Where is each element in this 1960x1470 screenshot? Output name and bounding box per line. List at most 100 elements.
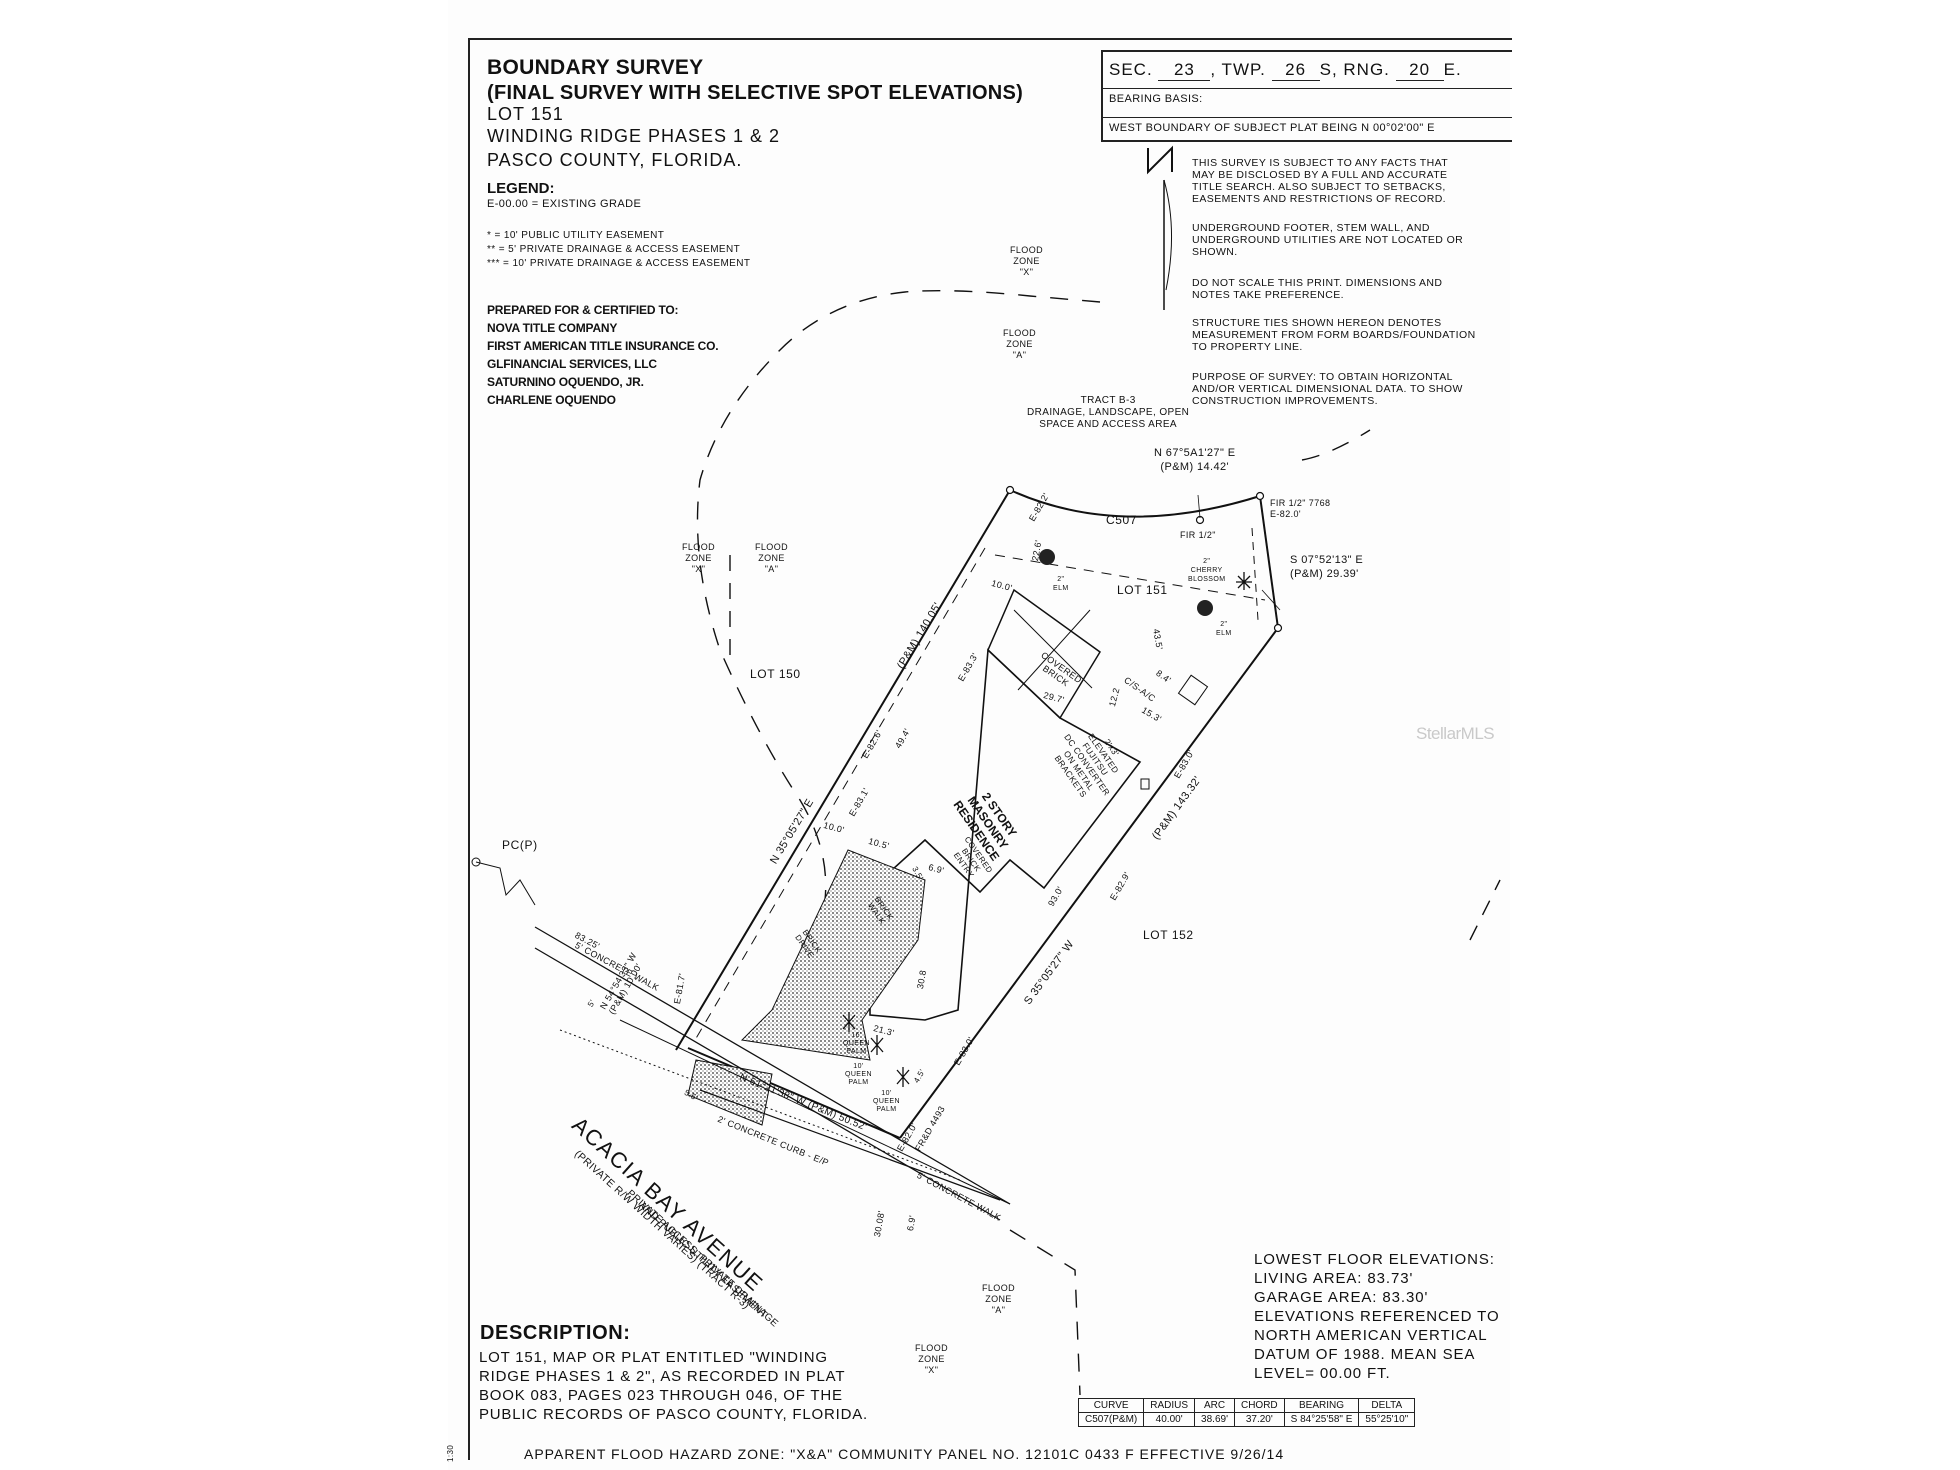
table-header-cell: DELTA — [1358, 1398, 1416, 1413]
note-line: UNDERGROUND FOOTER, STEM WALL, AND — [1192, 222, 1430, 234]
prepared-for-heading: PREPARED FOR & CERTIFIED TO: — [487, 303, 679, 317]
certified-name: NOVA TITLE COMPANY — [487, 321, 618, 335]
note: PURPOSE OF SURVEY: TO OBTAIN HORIZONTAL … — [1192, 371, 1463, 407]
note-line: STRUCTURE TIES SHOWN HEREON DENOTES — [1192, 317, 1442, 329]
county-label: PASCO COUNTY, FLORIDA. — [487, 150, 743, 170]
note: THIS SURVEY IS SUBJECT TO ANY FACTS THAT… — [1192, 157, 1448, 205]
rng-value: 20 — [1395, 60, 1444, 81]
note: DO NOT SCALE THIS PRINT. DIMENSIONS AND … — [1192, 277, 1442, 301]
legend-heading: LEGEND: — [487, 180, 555, 197]
twp-label: , TWP. — [1210, 60, 1266, 79]
lot-152-label: LOT 152 — [1143, 928, 1194, 942]
certified-name: GLFINANCIAL SERVICES, LLC — [487, 357, 657, 371]
subdivision-label: WINDING RIDGE PHASES 1 & 2 — [487, 126, 781, 146]
curve-table: CURVE RADIUS ARC CHORD BEARING DELTA C50… — [1077, 1398, 1416, 1427]
lot-150-label: LOT 150 — [750, 667, 801, 681]
datum-note: ELEVATIONS REFERENCED TO — [1254, 1308, 1500, 1325]
lot-151-label: LOT 151 — [1117, 583, 1168, 597]
datum-note: LEVEL= 00.00 FT. — [1254, 1365, 1391, 1382]
description-text: LOT 151, MAP OR PLAT ENTITLED "WINDING R… — [479, 1349, 869, 1423]
iron-rod-label: FIR 1/2" — [1180, 530, 1216, 540]
tree-icon — [1039, 549, 1252, 616]
table-cell: C507(P&M) — [1077, 1412, 1145, 1427]
note-line: DO NOT SCALE THIS PRINT. DIMENSIONS AND — [1192, 277, 1443, 289]
certified-name: FIRST AMERICAN TITLE INSURANCE CO. — [487, 339, 719, 353]
rng-suffix: E. — [1443, 60, 1462, 79]
survey-subtitle: (FINAL SURVEY WITH SELECTIVE SPOT ELEVAT… — [487, 82, 1024, 104]
survey-title: BOUNDARY SURVEY — [487, 56, 704, 79]
table-cell: S 84°25'58" E — [1283, 1412, 1360, 1427]
description-heading: DESCRIPTION: — [480, 1322, 631, 1344]
residence-footprint — [869, 588, 1209, 1021]
legend-item: ** = 5' PRIVATE DRAINAGE & ACCESS EASEME… — [487, 244, 741, 255]
note-line: SHOWN. — [1192, 246, 1238, 258]
twp-value: 26 — [1271, 60, 1320, 81]
iron-rod-marker — [1255, 491, 1265, 501]
floor-elevations: LOWEST FLOOR ELEVATIONS: LIVING AREA: 83… — [1254, 1250, 1500, 1383]
brick-driveway — [687, 1059, 773, 1126]
leader-line — [1261, 589, 1281, 611]
table-cell: 55°25'10" — [1358, 1412, 1416, 1427]
palm-icon — [842, 1012, 910, 1087]
twp-suffix: S, RNG. — [1319, 60, 1390, 79]
note: UNDERGROUND FOOTER, STEM WALL, AND UNDER… — [1192, 222, 1463, 258]
table-cell: 40.00' — [1143, 1412, 1196, 1427]
note-line: NOTES TAKE PREFERENCE. — [1192, 289, 1344, 301]
lot-151-boundary — [675, 489, 1279, 1139]
watermark: StellarMLS — [1416, 724, 1495, 743]
north-line-bearing: N 67°5A1'27" E(P&M) 14.42' — [1154, 447, 1236, 473]
iron-rod-marker — [1273, 623, 1283, 633]
lot-label: LOT 151 — [487, 104, 564, 124]
elm-label: 2"ELM — [1053, 576, 1069, 592]
flood-zone-footer: APPARENT FLOOD HAZARD ZONE: "X&A" COMMUN… — [524, 1446, 1285, 1462]
note-line: TITLE SEARCH. ALSO SUBJECT TO SETBACKS, — [1192, 181, 1446, 193]
sec-label: SEC. — [1109, 60, 1153, 79]
table-header-cell: CURVE — [1077, 1398, 1145, 1413]
living-area-elevation: LIVING AREA: 83.73' — [1254, 1270, 1414, 1287]
leader-line — [1197, 494, 1201, 519]
certified-name: SATURNINO OQUENDO, JR. — [487, 375, 644, 389]
note-line: CONSTRUCTION IMPROVEMENTS. — [1192, 395, 1378, 407]
easement-line — [694, 547, 986, 1041]
north-arrow-icon — [1147, 145, 1173, 310]
elm-label: 2"ELM — [1216, 621, 1232, 637]
table-header-cell: ARC — [1194, 1398, 1235, 1413]
certified-name: CHARLENE OQUENDO — [487, 393, 616, 407]
east-line-bearing: S 07°52'13" E(P&M) 29.39' — [1290, 554, 1364, 580]
brick-driveway — [740, 849, 926, 1061]
note-line: TO PROPERTY LINE. — [1192, 341, 1303, 353]
sheet-border — [468, 38, 1512, 1460]
legend-existing-grade: E-00.00 = EXISTING GRADE — [487, 198, 642, 210]
legend-item: *** = 10' PRIVATE DRAINAGE & ACCESS EASE… — [487, 258, 751, 269]
note-line: THIS SURVEY IS SUBJECT TO ANY FACTS THAT — [1192, 157, 1449, 169]
note: STRUCTURE TIES SHOWN HEREON DENOTES MEAS… — [1192, 317, 1476, 353]
note-line: PURPOSE OF SURVEY: TO OBTAIN HORIZONTAL — [1192, 371, 1453, 383]
table-header-cell: RADIUS — [1143, 1398, 1196, 1413]
note-line: EASEMENTS AND RESTRICTIONS OF RECORD. — [1192, 193, 1446, 205]
floor-elevations-heading: LOWEST FLOOR ELEVATIONS: — [1254, 1251, 1495, 1268]
datum-note: DATUM OF 1988. MEAN SEA — [1254, 1346, 1476, 1363]
table-header-cell: BEARING — [1283, 1398, 1360, 1413]
table-cell: 38.69' — [1194, 1412, 1235, 1427]
easement-line — [1251, 527, 1259, 621]
pc-label: PC(P) — [502, 838, 538, 852]
flood-zone-boundary — [1301, 429, 1371, 461]
acacia-bay-road-lines — [475, 861, 1011, 1221]
datum-note: NORTH AMERICAN VERTICAL — [1254, 1327, 1488, 1344]
flood-zone-boundary — [1469, 879, 1501, 941]
sec-value: 23 — [1158, 60, 1211, 81]
